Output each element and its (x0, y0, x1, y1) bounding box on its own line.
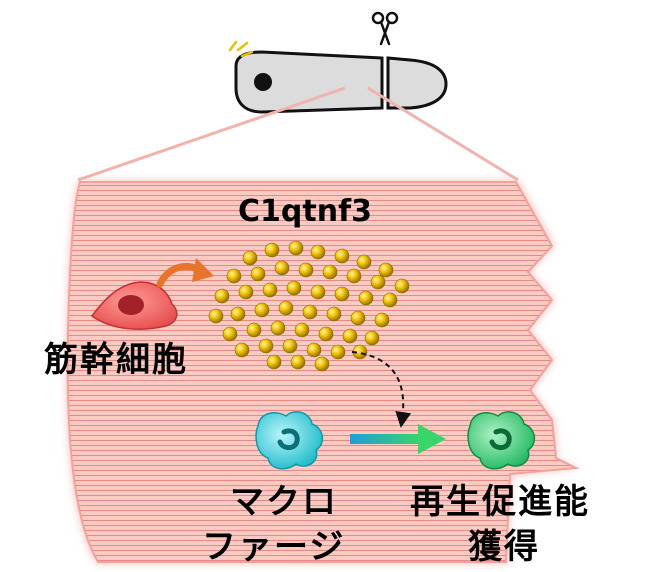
transition-arrow (350, 424, 446, 454)
c1qtnf3-particle (358, 290, 374, 306)
c1qtnf3-particle (302, 304, 318, 320)
c1qtnf3-particle (330, 344, 346, 360)
macrophage-label-line1: マクロ (230, 482, 338, 522)
molecule-label: C1qtnf3 (238, 194, 372, 229)
macrophage-icon (255, 411, 324, 470)
secretion-arrowhead (192, 258, 214, 282)
c1qtnf3-particle (258, 338, 274, 354)
c1qtnf3-particle (226, 268, 242, 284)
c1qtnf3-particle (378, 262, 394, 278)
c1qtnf3-particle (394, 278, 410, 294)
c1qtnf3-particles (208, 240, 410, 372)
c1qtnf3-particle (214, 288, 230, 304)
c1qtnf3-particle (382, 292, 398, 308)
scissors-icon (371, 11, 399, 46)
c1qtnf3-particle (262, 282, 278, 298)
zoom-lines (77, 86, 519, 182)
c1qtnf3-particle (306, 342, 322, 358)
c1qtnf3-particle (374, 312, 390, 328)
c1qtnf3-particle (326, 306, 342, 322)
c1qtnf3-particle (334, 248, 350, 264)
c1qtnf3-particle (254, 302, 270, 318)
activated-macrophage-icon (467, 411, 536, 470)
c1qtnf3-particle (238, 284, 254, 300)
stem-cell-label: 筋幹細胞 (44, 340, 188, 380)
c1qtnf3-particle (310, 284, 326, 300)
c1qtnf3-particle (370, 274, 386, 290)
c1qtnf3-particle (286, 280, 302, 296)
c1qtnf3-particle (288, 240, 304, 256)
c1qtnf3-particle (310, 244, 326, 260)
outcome-label-line1: 再生促進能 (410, 482, 590, 522)
c1qtnf3-particle (208, 308, 224, 324)
c1qtnf3-particle (318, 326, 334, 342)
muscle-cell-icon (90, 281, 178, 330)
c1qtnf3-particle (282, 338, 298, 354)
c1qtnf3-particle (222, 326, 238, 342)
c1qtnf3-particle (234, 342, 250, 358)
c1qtnf3-particle (242, 250, 258, 266)
c1qtnf3-particle (298, 262, 314, 278)
c1qtnf3-particle (274, 260, 290, 276)
c1qtnf3-particle (230, 306, 246, 322)
c1qtnf3-particle (290, 354, 306, 370)
dashed-arrow (351, 351, 412, 428)
c1qtnf3-particle (346, 268, 362, 284)
c1qtnf3-particle (278, 300, 294, 316)
mouse-icon (228, 40, 448, 114)
c1qtnf3-particle (314, 356, 330, 372)
c1qtnf3-particle (270, 320, 286, 336)
c1qtnf3-particle (350, 310, 366, 326)
c1qtnf3-particle (356, 254, 372, 270)
c1qtnf3-particle (250, 266, 266, 282)
c1qtnf3-particle (246, 322, 262, 338)
c1qtnf3-particle (342, 328, 358, 344)
c1qtnf3-particle (322, 264, 338, 280)
macrophage-label-line2: ファージ (202, 527, 346, 567)
outcome-label-line2: 獲得 (468, 527, 540, 567)
c1qtnf3-particle (294, 322, 310, 338)
c1qtnf3-particle (266, 354, 282, 370)
c1qtnf3-particle (264, 242, 280, 258)
c1qtnf3-particle (334, 286, 350, 302)
c1qtnf3-particle (364, 330, 380, 346)
